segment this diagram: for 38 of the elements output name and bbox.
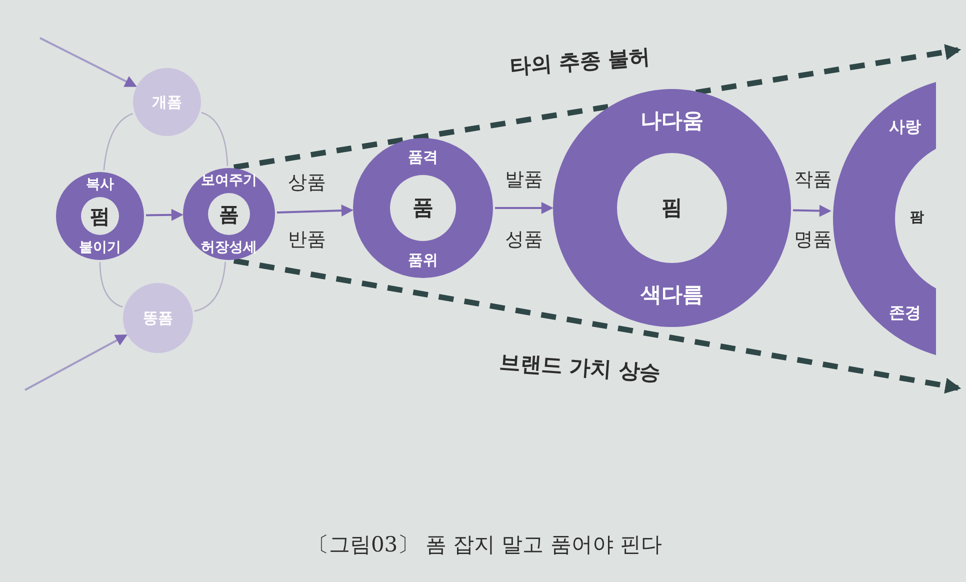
ring-label: 복사 [86, 176, 114, 192]
dashed-arrow [233, 258, 962, 394]
caption: 〔그림03〕 폼 잡지 말고 품어야 핀다 [308, 533, 662, 557]
ring-label: 붙이기 [79, 240, 121, 256]
arrow [792, 204, 832, 217]
arrow [276, 204, 354, 217]
center-word: 핌 [662, 196, 682, 220]
arrow [495, 202, 554, 214]
ring-label: 색다름 [640, 283, 704, 307]
connector-line [99, 262, 123, 308]
connector-line [194, 262, 226, 312]
word-label: 반품 [288, 230, 326, 250]
center-word: 팜 [910, 210, 924, 226]
circle-label: 개폼 [152, 94, 182, 110]
dashed-arrow [233, 44, 962, 170]
center-word: 품 [412, 196, 434, 220]
edge-label: 타의 추종 불허 [509, 46, 651, 78]
connector-line [103, 112, 134, 170]
arrow [146, 208, 184, 221]
arrow [40, 37, 137, 87]
ring-label: 허장성세 [201, 240, 257, 256]
ring-label: 보여주기 [201, 172, 257, 188]
edge-label: 작품 [794, 170, 832, 190]
center-word: 펌 [90, 205, 110, 227]
ring-label: 품격 [408, 148, 438, 165]
connector-line [201, 112, 228, 166]
center-word: 폼 [219, 203, 239, 225]
ring-label: 나다움 [640, 109, 704, 133]
edge-label: 상품 [288, 172, 326, 194]
edge-label: 브랜드 가치 상승 [498, 350, 662, 386]
ring-label: 사랑 [889, 118, 921, 136]
circle-label: 똥폼 [143, 310, 173, 326]
arrow [24, 334, 128, 391]
word-label: 명품 [794, 230, 832, 250]
ring-label: 품위 [408, 251, 438, 268]
ring-label: 존경 [889, 304, 921, 322]
edge-label: 발품 [505, 170, 543, 190]
word-label: 성품 [505, 230, 543, 250]
